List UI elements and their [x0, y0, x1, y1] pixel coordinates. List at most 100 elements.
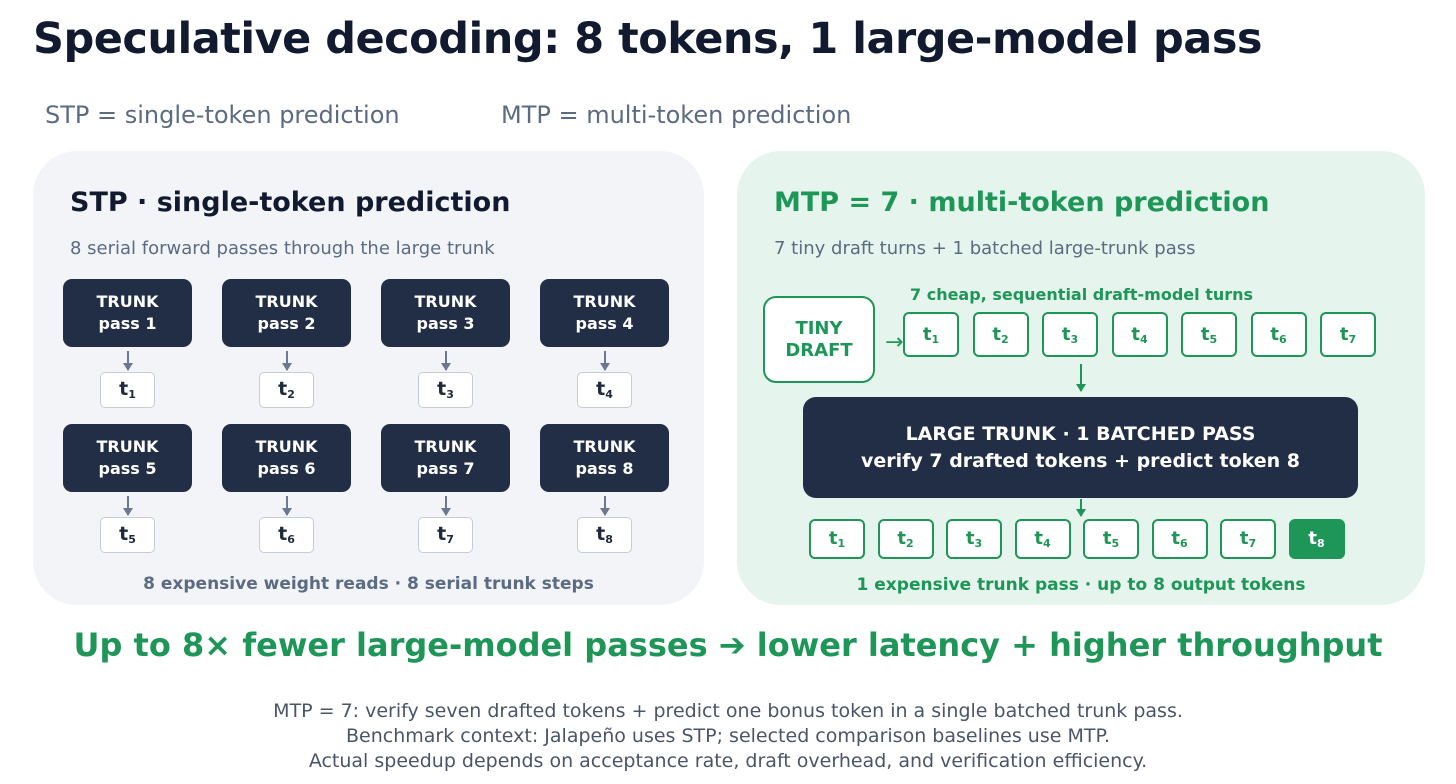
output-token-box: t6 [1151, 519, 1208, 559]
token-box: t4 [577, 372, 632, 408]
token-index: 1 [837, 537, 846, 550]
token-letter: t [437, 523, 447, 545]
token-index: 1 [128, 388, 136, 401]
draft-token-box: t3 [1042, 312, 1098, 357]
trunk-label: TRUNK [414, 292, 477, 311]
tiny-draft-line2: DRAFT [785, 340, 853, 361]
trunk-pass-box: TRUNK pass 7 [381, 424, 510, 492]
arrow-down-icon [282, 351, 292, 371]
output-token-box: t7 [1220, 519, 1276, 559]
token-letter: t [1270, 324, 1279, 345]
trunk-pass-box: TRUNK pass 1 [63, 279, 192, 347]
token-index: 2 [905, 537, 914, 550]
headline: Up to 8× fewer large-model passes ➔ lowe… [73, 626, 1383, 664]
token-letter: t [1239, 528, 1249, 549]
page-title: Speculative decoding: 8 tokens, 1 large-… [33, 14, 1263, 64]
mtp-panel: MTP = 7 · multi-token prediction 7 tiny … [737, 151, 1425, 605]
pass-label: pass 3 [416, 314, 475, 333]
token-index: 7 [1248, 537, 1257, 550]
token-letter: t [897, 528, 906, 549]
arrow-down-icon [600, 496, 610, 516]
token-box: t1 [100, 372, 155, 408]
token-box: t3 [418, 372, 473, 408]
trunk-label: TRUNK [573, 437, 636, 456]
arrow-down-icon [441, 351, 451, 371]
token-letter: t [596, 523, 606, 545]
pass-label: pass 6 [257, 459, 316, 478]
large-trunk-line1: LARGE TRUNK · 1 BATCHED PASS [905, 423, 1256, 445]
tiny-draft-line1: TINY [795, 318, 843, 339]
output-token-box: t3 [946, 519, 1002, 559]
arrow-down-icon [600, 351, 610, 371]
note-line-3: Actual speedup depends on acceptance rat… [308, 750, 1148, 772]
token-letter: t [119, 378, 129, 400]
mtp-footer: 1 expensive trunk pass · up to 8 output … [856, 575, 1306, 595]
output-token-box: t5 [1083, 519, 1139, 559]
token-index: 2 [287, 388, 295, 401]
token-box: t6 [259, 517, 314, 553]
token-index: 3 [446, 388, 454, 401]
token-letter: t [1308, 528, 1317, 549]
token-index: 7 [1348, 333, 1357, 346]
draft-token-box: t7 [1320, 312, 1376, 357]
trunk-label: TRUNK [573, 292, 636, 311]
draft-token-box: t4 [1111, 312, 1168, 357]
token-index: 8 [1316, 537, 1325, 550]
draft-token-box: t2 [972, 312, 1029, 357]
arrow-down-icon [441, 496, 451, 516]
token-index: 6 [1278, 333, 1287, 346]
token-letter: t [119, 523, 129, 545]
token-letter: t [1339, 324, 1349, 345]
arrow-down-icon [123, 496, 133, 516]
stp-footer: 8 expensive weight reads · 8 serial trun… [143, 574, 594, 594]
token-index: 4 [605, 388, 613, 401]
token-index: 5 [1111, 537, 1120, 550]
pass-label: pass 1 [98, 314, 157, 333]
large-trunk-box: LARGE TRUNK · 1 BATCHED PASS verify 7 dr… [803, 397, 1358, 498]
pass-label: pass 7 [416, 459, 475, 478]
arrow-right-icon: → [885, 330, 904, 355]
trunk-pass-box: TRUNK pass 8 [540, 424, 669, 492]
pass-label: pass 8 [575, 459, 634, 478]
token-letter: t [1102, 528, 1112, 549]
trunk-label: TRUNK [414, 437, 477, 456]
stp-panel-title: STP · single-token prediction [70, 187, 511, 218]
trunk-label: TRUNK [255, 437, 318, 456]
stp-panel-subtitle: 8 serial forward passes through the larg… [70, 238, 495, 259]
token-index: 5 [128, 533, 136, 546]
output-token-box: t1 [809, 519, 865, 559]
bonus-token-box: t8 [1288, 519, 1345, 559]
arrow-down-icon [282, 496, 292, 516]
note-line-1: MTP = 7: verify seven drafted tokens + p… [273, 700, 1183, 722]
note-line-2: Benchmark context: Jalapeño uses STP; se… [345, 725, 1111, 747]
token-index: 2 [1000, 333, 1009, 346]
pass-label: pass 2 [257, 314, 316, 333]
output-token-box: t4 [1014, 519, 1071, 559]
trunk-pass-box: TRUNK pass 6 [222, 424, 351, 492]
token-index: 4 [1042, 537, 1051, 550]
token-index: 4 [1139, 333, 1148, 346]
large-trunk-line2: verify 7 drafted tokens + predict token … [860, 450, 1301, 472]
token-index: 5 [1209, 333, 1218, 346]
trunk-label: TRUNK [96, 292, 159, 311]
token-index: 6 [1179, 537, 1188, 550]
token-index: 7 [446, 533, 454, 546]
draft-token-box: t5 [1181, 312, 1237, 357]
mtp-definition: MTP = multi-token prediction [501, 101, 852, 129]
token-index: 8 [605, 533, 613, 546]
trunk-label: TRUNK [96, 437, 159, 456]
trunk-label: TRUNK [255, 292, 318, 311]
token-index: 1 [931, 333, 940, 346]
token-letter: t [828, 528, 838, 549]
token-letter: t [1171, 528, 1180, 549]
token-letter: t [596, 378, 606, 400]
token-letter: t [1034, 528, 1043, 549]
token-index: 6 [287, 533, 295, 546]
token-letter: t [1200, 324, 1210, 345]
draft-turns-label: 7 cheap, sequential draft-model turns [910, 285, 1254, 304]
token-letter: t [1061, 324, 1071, 345]
arrow-down-icon [1076, 364, 1086, 392]
arrow-down-icon [1076, 499, 1086, 517]
